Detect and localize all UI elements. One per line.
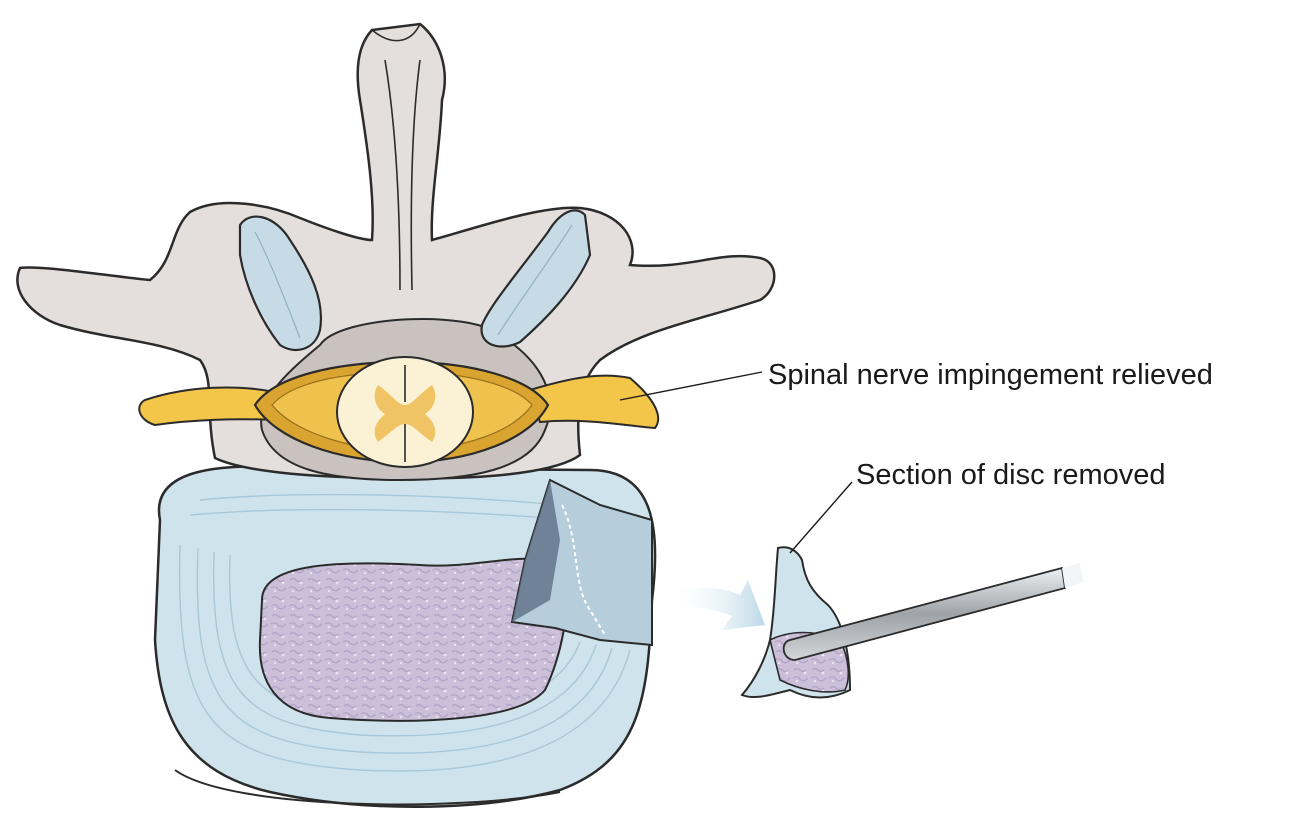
surgical-probe — [782, 563, 1083, 661]
spinal-nerves — [138, 356, 660, 468]
label-disc-section: Section of disc removed — [856, 459, 1166, 491]
leader-line-nerve — [619, 371, 763, 401]
removal-arrow — [668, 580, 765, 630]
leader-line-disc — [789, 481, 853, 554]
facet-joints — [238, 209, 592, 352]
intervertebral-disc — [153, 465, 657, 808]
label-spinal-nerve: Spinal nerve impingement relieved — [768, 359, 1213, 391]
